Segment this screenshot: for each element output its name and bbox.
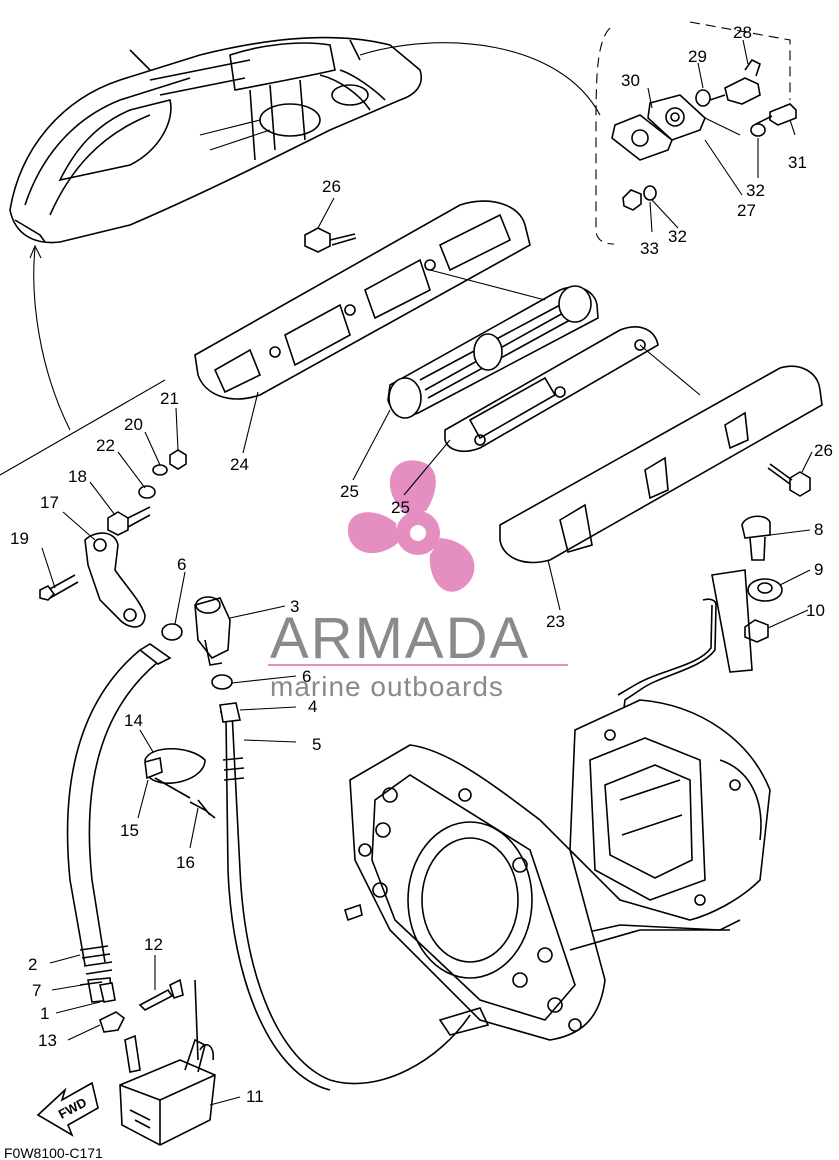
arrow-head [29,244,42,259]
leader-lines [41,39,813,1106]
part-number-1: 1 [40,1004,49,1023]
part-number-33: 33 [640,239,659,258]
drain-plug-group [617,515,783,741]
part-number-11: 11 [246,1087,264,1106]
part-number-22: 22 [96,436,115,455]
part-number-13: 13 [38,1031,57,1050]
part-number-15: 15 [120,821,139,840]
part-number-2: 2 [28,955,37,974]
drain-fitting-detail-group [595,21,797,245]
part-number-labels: 1 2 3 4 5 6 6 7 8 9 10 11 12 13 14 15 16… [10,23,833,1106]
part-number-23: 23 [546,612,565,631]
part-number-4: 4 [308,697,317,716]
part-number-3: 3 [290,597,299,616]
intake-grate-assembly [194,200,823,564]
bracket-assembly [0,379,187,628]
part-number-9: 9 [814,560,823,579]
part-number-24: 24 [230,455,249,474]
part-number-7: 7 [32,981,41,1000]
propeller-logo-icon [347,460,475,592]
hose-assembly [66,596,490,1091]
part-number-21: 21 [160,389,179,408]
part-number-6-upper: 6 [177,555,186,574]
part-number-17: 17 [40,493,59,512]
part-number-12: 12 [144,935,163,954]
jet-pump-housing [569,699,771,936]
part-number-18: 18 [68,467,87,486]
part-number-29: 29 [688,47,707,66]
electrical-box-11 [119,979,216,1146]
bracket-callout-arrow [33,247,71,431]
watermark-tagline: marine outboards [270,671,504,702]
part-number-32-lower: 32 [668,227,687,246]
watermark-brand: ARMADA [270,606,530,671]
part-number-27: 27 [737,201,756,220]
part-number-25-lower: 25 [391,498,410,517]
part-number-26-right: 26 [814,441,833,460]
part-number-16: 16 [176,853,195,872]
armada-watermark: ARMADA marine outboards [268,460,568,702]
part-number-5: 5 [312,735,321,754]
part-number-28: 28 [733,23,752,42]
fwd-direction-arrow: FWD [36,1081,99,1137]
part-number-32-right: 32 [746,181,765,200]
part-number-19: 19 [10,529,29,548]
intake-duct-plate [344,744,730,1041]
part-number-25-upper: 25 [340,482,359,501]
part-number-20: 20 [124,415,143,434]
part-number-31: 31 [788,153,807,172]
part-number-8: 8 [814,520,823,539]
part-number-10: 10 [806,601,825,620]
part-number-14: 14 [124,711,143,730]
part-number-30: 30 [621,71,640,90]
watercraft-hull-illustration [9,36,422,244]
part-number-26-upper: 26 [322,177,341,196]
diagram-code: F0W8100-C171 [4,1145,103,1160]
hull-callout-line [359,42,601,116]
part-number-6-lower: 6 [302,667,311,686]
